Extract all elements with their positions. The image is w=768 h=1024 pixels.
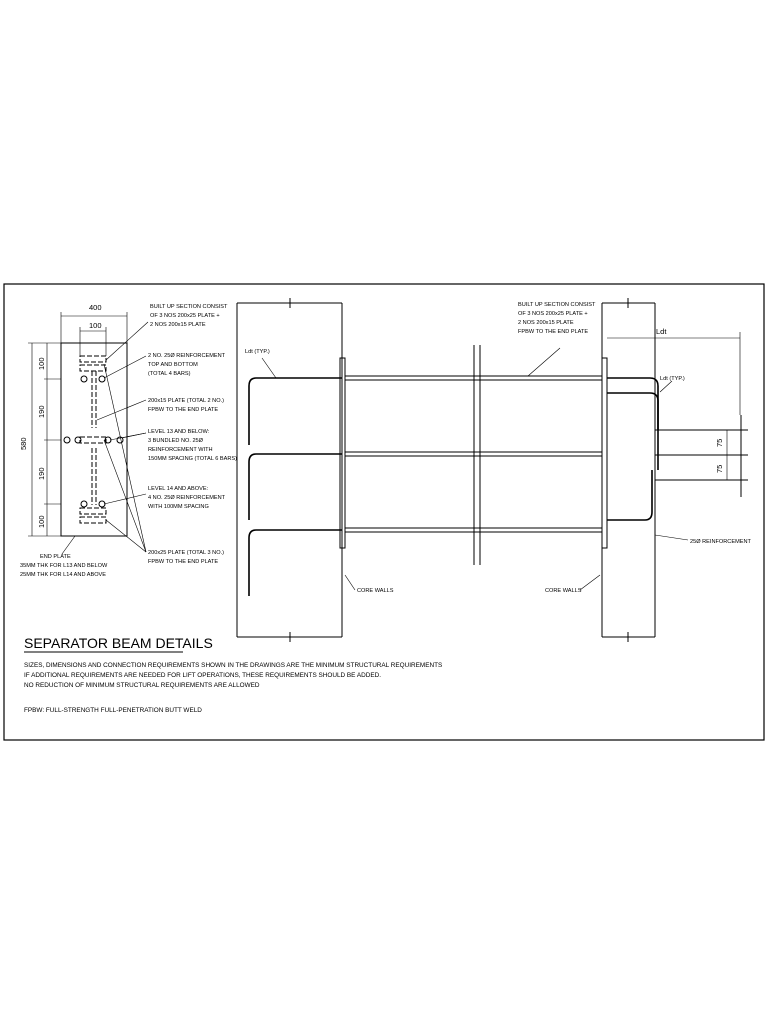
label-ldt-left: Ldt (TYP.) (245, 349, 270, 355)
leader-plate25-a (105, 519, 147, 553)
note-abbrev: FPBW: FULL-STRENGTH FULL-PENETRATION BUT… (24, 707, 202, 714)
label-builtup-r2: OF 3 NOS 200x25 PLATE + (518, 311, 588, 317)
top-plate (79, 355, 107, 363)
label-lvl13-4: 150MM SPACING (TOTAL 6 BARS) (148, 456, 237, 462)
builtup-leader-right (527, 347, 561, 377)
label-endplate-2: 35MM THK FOR L13 AND BELOW (20, 563, 108, 569)
label-builtup-r1: BUILT UP SECTION CONSIST (518, 302, 596, 308)
label-reinf-right: 25Ø REINFORCEMENT (690, 539, 751, 545)
ldt-leader-right (659, 380, 673, 393)
rebar-mid-4 (116, 436, 124, 444)
dim-190-bot: 190 (37, 467, 46, 480)
label-plate15-2: FPBW TO THE END PLATE (148, 407, 218, 413)
label-plate15-1: 200x15 PLATE (TOTAL 2 NO.) (148, 398, 224, 404)
label-plate25-2: FPBW TO THE END PLATE (148, 559, 218, 565)
bottom-plate (79, 507, 107, 515)
rebar-top-left (80, 375, 88, 383)
rebar-hook-left-bot (248, 529, 342, 596)
drawing-title: SEPARATOR BEAM DETAILS (24, 635, 213, 651)
core-leader-right (579, 574, 601, 591)
label-core-right: CORE WALLS (545, 588, 582, 594)
beam-cross-section: 400 100 580 100 190 190 100 BUILT UP SEC… (19, 303, 237, 578)
ldt-leader-left (261, 357, 277, 379)
dim-190-top: 190 (37, 405, 46, 418)
label-builtup-3: 2 NOS 200x15 PLATE (150, 322, 206, 328)
dim-100-bot: 100 (37, 515, 46, 528)
note-line-1: SIZES, DIMENSIONS AND CONNECTION REQUIRE… (24, 662, 442, 669)
label-builtup-1: BUILT UP SECTION CONSIST (150, 304, 228, 310)
label-endplate-1: END PLATE (40, 554, 71, 560)
label-dim-75a: 75 (715, 439, 724, 447)
core-leader-left (344, 574, 356, 591)
rebar-hook-left-top (248, 377, 342, 445)
end-plate-right (601, 357, 608, 549)
leader-builtup (105, 321, 149, 361)
mid-plate (79, 436, 107, 444)
label-endplate-3: 25MM THK FOR L14 AND ABOVE (20, 572, 106, 578)
rebar-hook-left-mid (248, 453, 342, 520)
leader-lvl14-a (103, 493, 147, 505)
rebar-top-right (98, 375, 106, 383)
dim-100: 100 (89, 321, 102, 330)
label-lvl13-1: LEVEL 13 AND BELOW: (148, 429, 210, 435)
label-lvl14-2: 4 NO. 25Ø REINFORCEMENT (148, 495, 226, 501)
leader-lvl13-b (109, 432, 147, 441)
rebar-mid-2 (74, 436, 82, 444)
note-line-2: IF ADDITIONAL REQUIREMENTS ARE NEEDED FO… (24, 672, 381, 679)
label-ldt-typ-right: Ldt (TYP.) (660, 376, 685, 382)
top-plate-2 (79, 364, 107, 372)
reinf-leader (654, 534, 689, 541)
dim-400: 400 (89, 303, 102, 312)
leader-endplate (61, 535, 76, 555)
rebar-hook-right-bot (607, 470, 653, 521)
label-builtup-r3: 2 NOS 200x15 PLATE (518, 320, 574, 326)
label-lvl13-3: REINFORCEMENT WITH (148, 447, 213, 453)
rebar-mid-1 (63, 436, 71, 444)
label-reinf-2: TOP AND BOTTOM (148, 362, 198, 368)
label-plate25-1: 200x25 PLATE (TOTAL 3 NO.) (148, 550, 224, 556)
bottom-plate-2 (79, 516, 107, 524)
label-core-left: CORE WALLS (357, 588, 394, 594)
note-line-3: NO REDUCTION OF MINIMUM STRUCTURAL REQUI… (24, 682, 260, 689)
leader-plate25-b (103, 439, 147, 553)
label-builtup-2: OF 3 NOS 200x25 PLATE + (150, 313, 220, 319)
dim-100-top: 100 (37, 357, 46, 370)
rebar-bot-left (80, 500, 88, 508)
leader-reinf (103, 355, 147, 379)
label-dim-75b: 75 (715, 465, 724, 473)
end-plate-left (339, 357, 346, 549)
dim-580: 580 (19, 437, 28, 450)
rebar-hook-right-top (607, 377, 659, 430)
beam-elevation: Ldt (TYP.) CORE WALLS BUILT UP SECTION C… (236, 298, 751, 642)
leader-plate15 (96, 399, 147, 421)
label-ldt-right: Ldt (656, 327, 667, 336)
label-lvl14-3: WITH 100MM SPACING (148, 504, 209, 510)
end-plate-outline (60, 342, 128, 537)
rebar-hook-right-mid (607, 392, 659, 470)
label-reinf-3: (TOTAL 4 BARS) (148, 371, 191, 377)
label-reinf-1: 2 NO. 25Ø REINFORCEMENT (148, 353, 226, 359)
title-block: SEPARATOR BEAM DETAILS SIZES, DIMENSIONS… (24, 635, 442, 714)
leader-plate25-c (103, 363, 147, 553)
label-lvl13-2: 3 BUNDLED NO. 25Ø (148, 438, 204, 444)
sheet-border (3, 283, 765, 741)
label-builtup-r4: FPBW TO THE END PLATE (518, 329, 588, 335)
label-lvl14-1: LEVEL 14 AND ABOVE: (148, 486, 209, 492)
